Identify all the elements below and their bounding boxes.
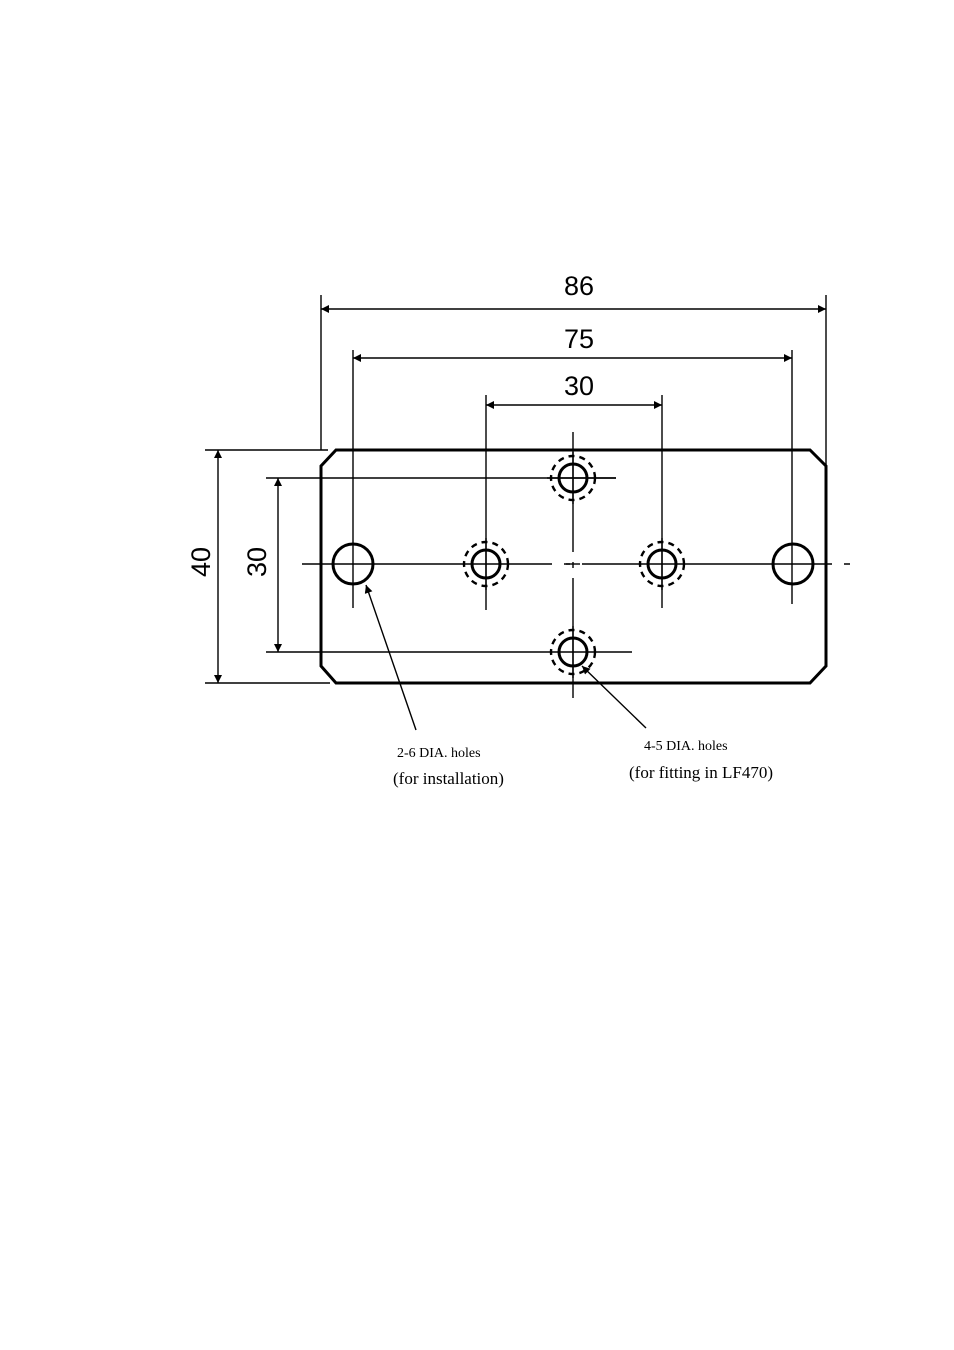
fitting-hole-top (547, 452, 616, 504)
fitting-hole-right (640, 538, 684, 590)
dim-label-40: 40 (186, 547, 216, 577)
fitting-hole-bottom (551, 626, 595, 678)
dim-label-75: 75 (564, 324, 594, 354)
dim-label-30: 30 (564, 371, 594, 401)
leader-fitting (582, 666, 646, 728)
callout-installation-purpose: (for installation) (393, 769, 504, 788)
dim-label-86: 86 (564, 271, 594, 301)
dim-label-30-vertical: 30 (242, 547, 272, 577)
callout-fitting-spec: 4-5 DIA. holes (644, 739, 728, 754)
leader-installation (366, 585, 416, 730)
callout-fitting-purpose: (for fitting in LF470) (629, 763, 773, 782)
fitting-hole-left (464, 538, 508, 590)
callout-installation-spec: 2-6 DIA. holes (397, 746, 481, 761)
